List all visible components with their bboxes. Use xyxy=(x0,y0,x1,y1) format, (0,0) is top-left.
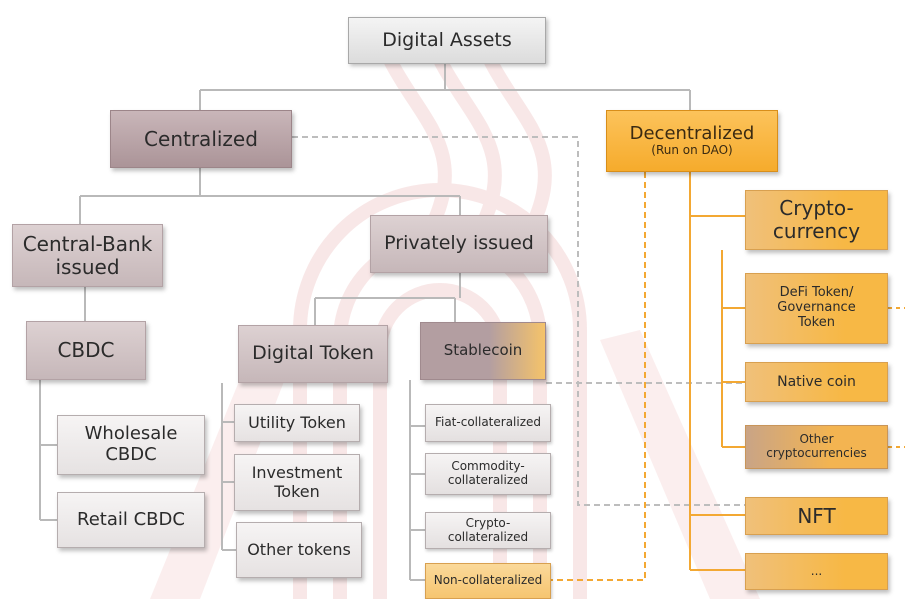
node-stablecoin: Stablecoin xyxy=(420,322,546,380)
node-defi-governance-token-label: DeFi Token/ Governance Token xyxy=(777,285,856,330)
node-decentralized-sublabel: (Run on DAO) xyxy=(651,143,733,158)
node-cryptocurrency-label: Crypto-currency xyxy=(772,196,861,243)
node-investment-token: Investment Token xyxy=(234,454,360,511)
node-non-collateralized-label: Non-collateralized xyxy=(433,573,543,588)
node-defi-governance-token: DeFi Token/ Governance Token xyxy=(745,273,888,344)
node-native-coin-label: Native coin xyxy=(777,373,856,390)
node-crypto-collateralized: Crypto-collateralized xyxy=(425,512,551,549)
node-commodity-collateralized-label: Commodity-collateralized xyxy=(447,459,529,487)
node-privately-issued-label: Privately issued xyxy=(384,232,534,255)
node-investment-token-label: Investment Token xyxy=(251,463,343,501)
node-non-collateralized: Non-collateralized xyxy=(425,563,551,599)
node-commodity-collateralized: Commodity-collateralized xyxy=(425,453,551,495)
node-cbdc: CBDC xyxy=(26,321,146,380)
node-more: ... xyxy=(745,553,888,590)
node-digital-assets: Digital Assets xyxy=(348,17,546,64)
node-utility-token: Utility Token xyxy=(234,404,360,442)
node-other-tokens: Other tokens xyxy=(236,522,362,578)
node-other-cryptocurrencies: Other cryptocurrencies xyxy=(745,425,888,469)
node-decentralized-label: Decentralized xyxy=(629,122,755,144)
node-cbdc-label: CBDC xyxy=(57,338,115,362)
node-retail-cbdc-label: Retail CBDC xyxy=(77,508,185,530)
node-retail-cbdc: Retail CBDC xyxy=(57,492,205,548)
node-utility-token-label: Utility Token xyxy=(248,412,346,432)
node-decentralized: Decentralized (Run on DAO) xyxy=(606,110,778,172)
node-centralized: Centralized xyxy=(110,110,292,168)
node-digital-token-label: Digital Token xyxy=(252,342,374,365)
node-more-label: ... xyxy=(810,563,823,578)
node-other-tokens-label: Other tokens xyxy=(247,539,351,559)
node-other-cryptocurrencies-label: Other cryptocurrencies xyxy=(766,432,867,460)
node-cryptocurrency: Crypto-currency xyxy=(745,190,888,250)
node-native-coin: Native coin xyxy=(745,362,888,402)
node-fiat-collateralized: Fiat-collateralized xyxy=(425,404,551,442)
node-wholesale-cbdc: Wholesale CBDC xyxy=(57,415,205,475)
node-stablecoin-label: Stablecoin xyxy=(443,341,523,360)
node-central-bank-issued-label: Central-Bank issued xyxy=(22,231,153,279)
node-centralized-label: Centralized xyxy=(144,126,258,151)
node-digital-assets-label: Digital Assets xyxy=(382,28,512,51)
node-nft-label: NFT xyxy=(797,503,836,528)
node-fiat-collateralized-label: Fiat-collateralized xyxy=(434,415,542,430)
node-digital-token: Digital Token xyxy=(238,325,388,383)
node-crypto-collateralized-label: Crypto-collateralized xyxy=(447,515,529,544)
node-nft: NFT xyxy=(745,497,888,535)
node-wholesale-cbdc-label: Wholesale CBDC xyxy=(84,423,178,465)
node-privately-issued: Privately issued xyxy=(370,215,548,273)
node-central-bank-issued: Central-Bank issued xyxy=(12,224,163,287)
